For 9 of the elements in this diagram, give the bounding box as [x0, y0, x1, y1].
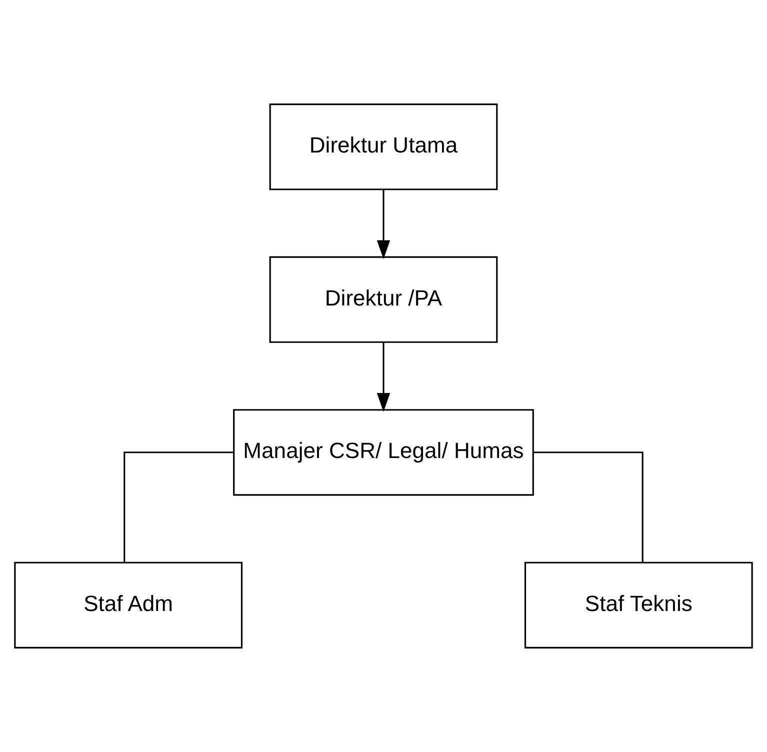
connector [124, 452, 234, 563]
connector [533, 452, 644, 563]
node-box: Manajer CSR/ Legal/ Humas [233, 409, 534, 496]
node-box: Direktur Utama [269, 104, 498, 190]
arrow [376, 189, 390, 260]
node-box: Staf Teknis [524, 562, 753, 648]
node-box: Staf Adm [14, 562, 243, 648]
arrow [376, 342, 390, 412]
node-box: Direktur /PA [269, 256, 498, 343]
